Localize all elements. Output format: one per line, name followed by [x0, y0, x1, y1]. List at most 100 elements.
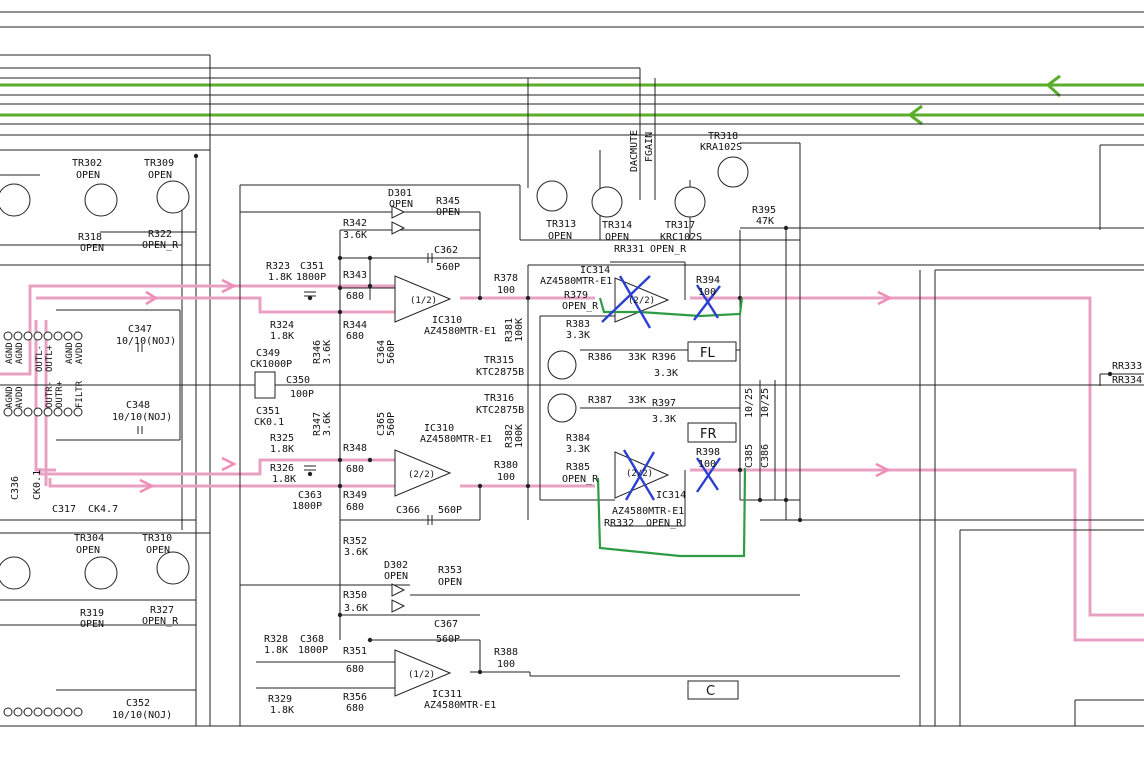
r398-label: R398: [696, 447, 720, 458]
ic311-label: IC311: [432, 689, 462, 700]
ic310-top-part: AZ4580MTR-E1: [424, 326, 496, 337]
r347-label: R347: [312, 412, 323, 436]
c352-label: C352: [126, 698, 150, 709]
c-box: [687, 680, 739, 700]
top-bus-wires: [0, 54, 1144, 726]
c362-value: 560P: [436, 262, 460, 273]
r383-label: R383: [566, 319, 590, 330]
c351-label: C351: [300, 261, 324, 272]
r329-value: 1.8K: [270, 705, 294, 716]
c386-value: 10/25: [760, 388, 771, 418]
r323-value: 1.8K: [268, 272, 292, 283]
r345-label: R345: [436, 196, 460, 207]
c365-label: C365: [376, 412, 387, 436]
r387-label: R387: [588, 395, 612, 406]
dacmute-label: DACMUTE: [629, 130, 640, 172]
d301-value: OPEN: [389, 199, 413, 210]
c349-label: C349: [256, 348, 280, 359]
r386-value: 33K: [628, 352, 646, 363]
r319-label: R319: [80, 608, 104, 619]
avdd-label-2: AVDD: [15, 386, 25, 408]
rr331-value: OPEN_R: [650, 244, 687, 255]
c385-value: 10/25: [744, 388, 755, 418]
r384-label: R384: [566, 433, 590, 444]
r382-label: R382: [504, 424, 515, 448]
r394-value: 100: [698, 287, 716, 298]
d302-label: D302: [384, 560, 408, 571]
r352-value: 3.6K: [344, 547, 368, 558]
r378-value: 100: [497, 285, 515, 296]
fr-box: [687, 422, 737, 443]
tr304-value: OPEN: [76, 545, 100, 556]
tr315-label: TR315: [484, 355, 514, 366]
r327-label: R327: [150, 605, 174, 616]
r323-label: R323: [266, 261, 290, 272]
r388-value: 100: [497, 659, 515, 670]
fl-box: [687, 341, 737, 362]
d302-value: OPEN: [384, 571, 408, 582]
agnd-label-2: AGND: [15, 342, 25, 364]
d301-label: D301: [388, 188, 412, 199]
pink-signal-paths: [0, 284, 1144, 642]
r395-label: R395: [752, 205, 776, 216]
connector-pins: [3, 331, 83, 717]
r350-value: 3.6K: [344, 603, 368, 614]
r388-label: R388: [494, 647, 518, 658]
tr318-value: KRA102S: [700, 142, 742, 153]
r346-value: 3.6K: [322, 340, 333, 364]
tr313-value: OPEN: [548, 231, 572, 242]
r397-value: 3.3K: [652, 414, 676, 425]
capacitor-symbols: [137, 253, 433, 525]
c368-value: 1800P: [298, 645, 328, 656]
c317-label: C317: [52, 504, 76, 515]
ic314-top-half: (2/2): [628, 296, 655, 306]
r348-value: 680: [346, 464, 364, 475]
c367-value: 560P: [436, 634, 460, 645]
r383-value: 3.3K: [566, 330, 590, 341]
r386-label: R386: [588, 352, 612, 363]
r319-value: OPEN: [80, 619, 104, 630]
c363-label: C363: [298, 490, 322, 501]
c350-value: 100P: [290, 389, 314, 400]
r382-value: 100K: [514, 424, 525, 448]
r343-value: 680: [346, 291, 364, 302]
tr309-label: TR309: [144, 158, 174, 169]
r381-label: R381: [504, 318, 515, 342]
r397-label: R397: [652, 398, 676, 409]
fgain-label: FGAIN: [644, 132, 655, 162]
c-label: C: [706, 684, 715, 699]
r345-value: OPEN: [436, 207, 460, 218]
c351-value: 1800P: [296, 272, 326, 283]
component-labels: TR302 OPEN TR309 OPEN TR313 OPEN TR314 O…: [5, 130, 1142, 721]
c367-label: C367: [434, 619, 458, 630]
c363-value: 1800P: [292, 501, 322, 512]
pink-direction-arrows: [139, 278, 893, 494]
ic310-bot-half: (2/2): [408, 470, 435, 480]
c348-value: 10/10(NOJ): [112, 412, 172, 423]
out-r-minus-label: OUTR-: [45, 381, 55, 408]
c365-value: 560P: [386, 412, 397, 436]
r387-value: 33K: [628, 395, 646, 406]
c366-value: 560P: [438, 505, 462, 516]
r329-label: R329: [268, 694, 292, 705]
tr317-label: TR317: [665, 220, 695, 231]
c336-label: C336: [10, 476, 21, 500]
r342-value: 3.6K: [343, 230, 367, 241]
agnd-label-4: AGND: [5, 386, 15, 408]
r325-label: R325: [270, 433, 294, 444]
c350-label: C350: [286, 375, 310, 386]
r328-label: R328: [264, 634, 288, 645]
r380-value: 100: [497, 472, 515, 483]
tr315-value: KTC2875B: [476, 367, 524, 378]
tr314-label: TR314: [602, 220, 632, 231]
r378-label: R378: [494, 273, 518, 284]
r325-value: 1.8K: [270, 444, 294, 455]
tr317-value: KRC102S: [660, 232, 702, 243]
tr304-label: TR304: [74, 533, 104, 544]
r396-value: 3.3K: [654, 368, 678, 379]
ic310-bot-part: AZ4580MTR-E1: [420, 434, 492, 445]
c348-label: C348: [126, 400, 150, 411]
tr313-label: TR313: [546, 219, 576, 230]
r385-label: R385: [566, 462, 590, 473]
agnd-label-1: AGND: [5, 342, 15, 364]
